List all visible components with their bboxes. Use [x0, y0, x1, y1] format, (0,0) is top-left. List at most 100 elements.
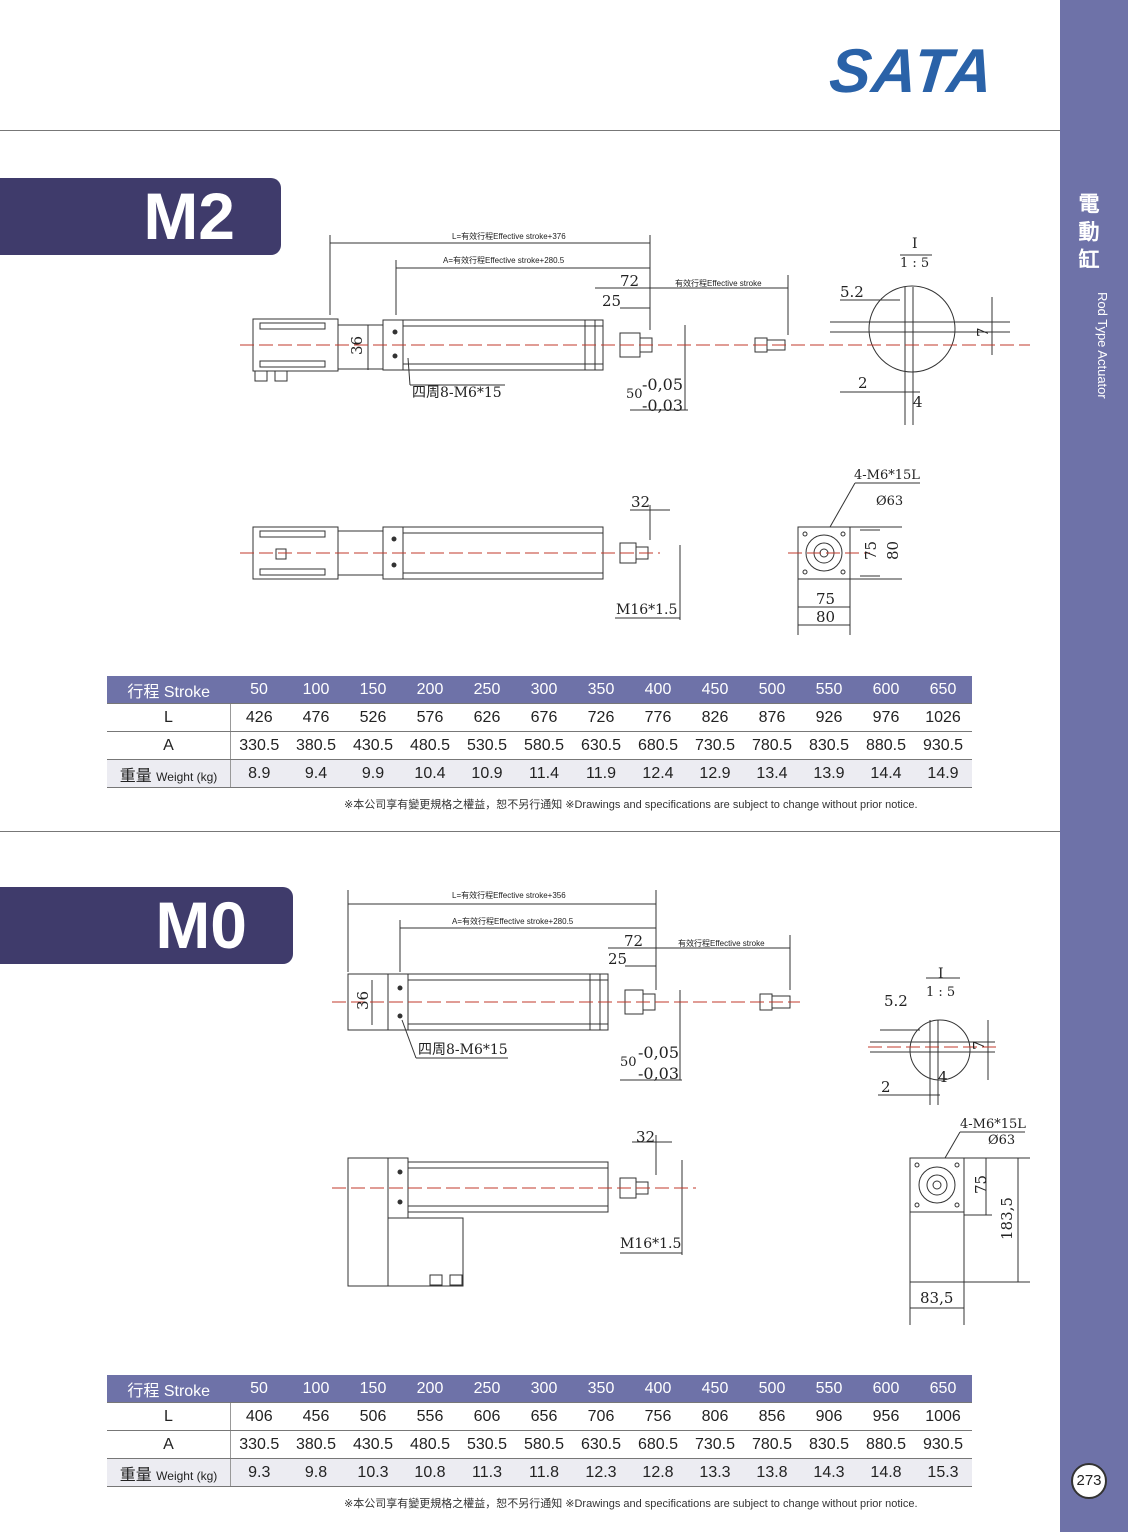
a-cell: 580.5 [515, 731, 573, 760]
stroke-cell: 100 [287, 676, 345, 704]
header-stroke: 行程 Stroke [107, 1375, 231, 1403]
sata-logo: SATA [826, 37, 998, 106]
l-cell: 506 [344, 1402, 402, 1431]
a-cell: 930.5 [914, 1430, 972, 1459]
section-divider [0, 831, 1060, 832]
model-title-m2: M2 [0, 178, 281, 255]
weight-cell: 13.3 [686, 1458, 744, 1487]
weight-cell: 14.4 [857, 759, 915, 788]
m0-holes: 四周8-M6*15 [418, 1042, 508, 1058]
m2-dia63: Ø63 [876, 494, 903, 509]
m0-dim-36: 36 [354, 991, 372, 1010]
m0-dim-2: 2 [881, 1078, 891, 1096]
a-cell: 930.5 [914, 731, 972, 760]
header-divider [0, 130, 1060, 131]
stroke-cell: 300 [515, 676, 573, 704]
table-row: L 406 456 506 556 606 656 706 756 806 85… [107, 1402, 972, 1431]
stroke-cell: 450 [686, 676, 744, 704]
a-cell: 530.5 [458, 1430, 516, 1459]
a-cell: 580.5 [515, 1430, 573, 1459]
m2-tol-up: -0,05 [642, 375, 683, 394]
l-cell: 526 [344, 703, 402, 732]
l-cell: 926 [800, 703, 858, 732]
a-cell: 380.5 [287, 731, 345, 760]
m2-dim-5-2: 5.2 [840, 283, 864, 301]
l-cell: 906 [800, 1402, 858, 1431]
m0-note: ※本公司享有變更規格之權益，恕不另行通知 ※Drawings and speci… [344, 1498, 918, 1510]
m0-scale: 1 : 5 [926, 985, 955, 1000]
stroke-cell: 150 [344, 1375, 402, 1403]
a-cell: 730.5 [686, 1430, 744, 1459]
header-weight-en: Weight (kg) [156, 769, 218, 784]
header-weight: 重量 Weight (kg) [107, 1458, 231, 1487]
m0-drawing: L=有效行程Effective stroke+356 A=有效行程Effecti… [332, 890, 1030, 1325]
sidebar [1060, 0, 1128, 1532]
a-cell: 630.5 [572, 1430, 630, 1459]
weight-cell: 9.8 [287, 1458, 345, 1487]
sidebar-title-cn: 電動缸 [1078, 192, 1100, 272]
header-stroke: 行程 Stroke [107, 676, 231, 704]
m0-dim-72: 72 [624, 932, 643, 950]
l-cell: 726 [572, 703, 630, 732]
weight-cell: 12.8 [629, 1458, 687, 1487]
weight-cell: 9.3 [230, 1458, 288, 1487]
header-a: A [107, 1430, 231, 1459]
weight-cell: 11.9 [572, 759, 630, 788]
a-cell: 730.5 [686, 731, 744, 760]
stroke-cell: 600 [857, 676, 915, 704]
header-weight-cn: 重量 [119, 767, 152, 785]
stroke-cell: 350 [572, 1375, 630, 1403]
m2-stroke-label: 有效行程Effective stroke [675, 278, 762, 288]
l-cell: 956 [857, 1402, 915, 1431]
a-cell: 430.5 [344, 1430, 402, 1459]
sidebar-title-en: Rod Type Actuator [1095, 292, 1110, 399]
header-l: L [107, 703, 231, 732]
m2-dim-75b: 75 [816, 590, 835, 608]
stroke-cell: 50 [230, 676, 288, 704]
weight-cell: 12.4 [629, 759, 687, 788]
page-number: 273 [1071, 1463, 1107, 1499]
m2-dim-80: 80 [884, 541, 902, 560]
weight-cell: 11.4 [515, 759, 573, 788]
m2-a-label: A=有效行程Effective stroke+280.5 [443, 255, 565, 265]
header-a: A [107, 731, 231, 760]
stroke-cell: 600 [857, 1375, 915, 1403]
weight-cell: 14.9 [914, 759, 972, 788]
m0-spec-table: 行程 Stroke 50 100 150 200 250 300 350 400… [107, 1375, 972, 1487]
m0-dim-5-2: 5.2 [884, 992, 908, 1010]
m0-tol-low: -0,03 [638, 1064, 679, 1083]
l-cell: 426 [230, 703, 288, 732]
m2-dim-2: 2 [858, 374, 868, 392]
a-cell: 680.5 [629, 731, 687, 760]
m0-dim-25: 25 [608, 950, 627, 968]
m2-dim-25: 25 [602, 292, 621, 310]
stroke-cell: 500 [743, 676, 801, 704]
weight-cell: 10.8 [401, 1458, 459, 1487]
m2-l-label: L=有效行程Effective stroke+376 [452, 231, 566, 241]
a-cell: 380.5 [287, 1430, 345, 1459]
m0-l-label: L=有效行程Effective stroke+356 [452, 890, 566, 900]
l-cell: 606 [458, 1402, 516, 1431]
m2-dim-7: 7 [974, 327, 992, 337]
m0-dim-32: 32 [636, 1128, 655, 1146]
stroke-cell: 550 [800, 1375, 858, 1403]
m0-dim-183: 183,5 [998, 1197, 1016, 1240]
header-weight: 重量 Weight (kg) [107, 759, 231, 788]
m0-tol-base: 50 [620, 1055, 637, 1070]
m2-dim-80b: 80 [816, 608, 835, 626]
stroke-cell: 100 [287, 1375, 345, 1403]
m0-thread: M16*1.5 [620, 1236, 681, 1252]
m2-drawing: L=有效行程Effective stroke+376 A=有效行程Effecti… [240, 231, 1030, 635]
l-cell: 806 [686, 1402, 744, 1431]
m0-dia63: Ø63 [988, 1133, 1015, 1148]
stroke-cell: 50 [230, 1375, 288, 1403]
a-cell: 480.5 [401, 1430, 459, 1459]
l-cell: 656 [515, 1402, 573, 1431]
weight-cell: 11.8 [515, 1458, 573, 1487]
m2-tol-base: 50 [626, 387, 643, 402]
a-cell: 330.5 [230, 1430, 288, 1459]
weight-cell: 13.9 [800, 759, 858, 788]
weight-cell: 11.3 [458, 1458, 516, 1487]
m2-thread: M16*1.5 [616, 602, 677, 618]
weight-cell: 13.8 [743, 1458, 801, 1487]
